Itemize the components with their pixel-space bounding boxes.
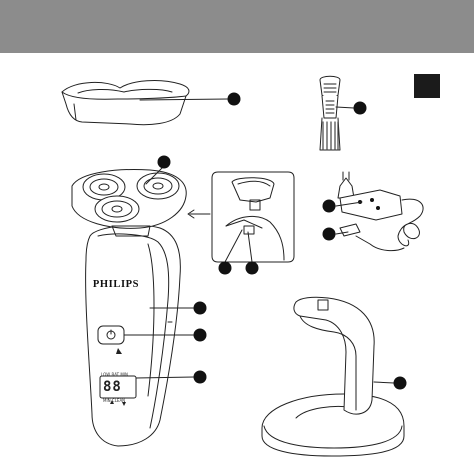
- callout-dot-stand: [393, 376, 407, 390]
- callout-line-shaving-unit: [145, 167, 163, 185]
- callout-line-travel-cap: [139, 98, 229, 101]
- callout-dot-release: [218, 261, 232, 275]
- charging-stand: [261, 296, 405, 457]
- cleaning-brush: [319, 75, 341, 151]
- callout-dot-plug: [322, 227, 336, 241]
- callout-dot-shaving-unit: [157, 155, 171, 169]
- display-top-label: LOW BAT MIN: [101, 372, 128, 377]
- brand-logo: PHILIPS: [92, 279, 140, 290]
- language-tab: [414, 74, 440, 98]
- detail-inset: [211, 171, 295, 263]
- callout-dot-trimmer: [245, 261, 259, 275]
- callout-dot-handle: [193, 301, 207, 315]
- display-digits: 88: [103, 379, 122, 395]
- travel-cap: [61, 80, 190, 126]
- callout-dot-display: [193, 370, 207, 384]
- callout-line-brush: [335, 106, 355, 109]
- callout-dot-on-off: [193, 328, 207, 342]
- shaver-body: [85, 224, 181, 447]
- callout-line-plug: [335, 231, 349, 235]
- shaving-heads: [71, 169, 187, 237]
- callout-dot-travel-cap: [227, 92, 241, 106]
- callout-dot-adapter: [322, 199, 336, 213]
- header-band: [0, 0, 474, 53]
- callout-line-stand: [373, 381, 395, 384]
- callout-dot-brush: [353, 101, 367, 115]
- power-adapter: [337, 171, 424, 252]
- callout-line-trimmer: [247, 231, 253, 263]
- callout-line-release: [224, 229, 243, 263]
- control-panel: [97, 325, 137, 406]
- display-bottom-label: MIN CLEAN: [103, 398, 126, 403]
- callout-line-adapter: [335, 201, 363, 207]
- callout-line-display: [135, 376, 195, 379]
- inset-pointer-arrow: [187, 209, 195, 219]
